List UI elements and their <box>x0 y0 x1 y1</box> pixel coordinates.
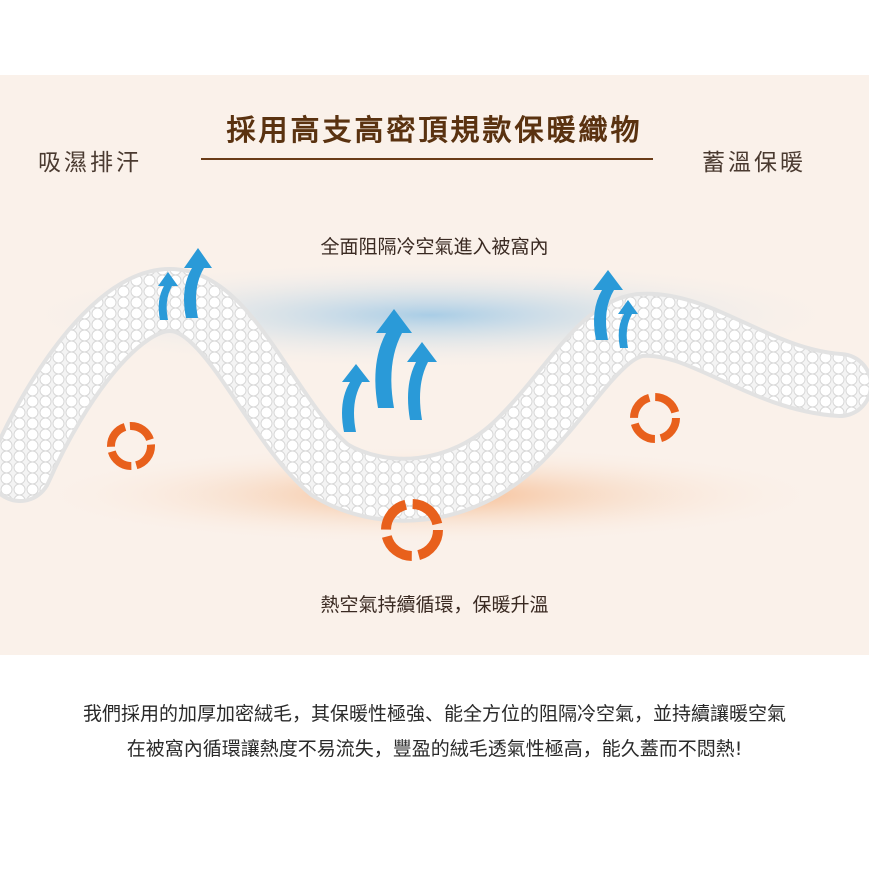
title-divider <box>201 158 653 160</box>
description-line: 我們採用的加厚加密絨毛，其保暖性極強、能全方位的阻隔冷空氣，並持續讓暖空氣 <box>82 703 786 725</box>
feature-label-moisture: 吸濕排汗 <box>38 150 142 176</box>
top-caption: 全面阻隔冷空氣進入被窩內 <box>320 236 549 258</box>
bottom-caption: 熱空氣持續循環，保暖升溫 <box>320 594 549 616</box>
arrow-up-icon <box>618 300 638 348</box>
arrow-up-icon <box>342 364 370 432</box>
fabric-wave <box>0 270 869 519</box>
circulation-icons <box>107 393 680 561</box>
cycle-icon <box>630 393 680 443</box>
arrow-up-icon <box>375 309 412 408</box>
arrow-up-icon <box>593 270 623 340</box>
fabric-illustration <box>0 248 869 561</box>
arrow-up-icon <box>407 342 437 420</box>
product-description: 我們採用的加厚加密絨毛，其保暖性極強、能全方位的阻隔冷空氣，並持續讓暖空氣 在被… <box>0 697 869 767</box>
cycle-icon <box>381 499 443 561</box>
arrow-up-icon <box>158 272 178 320</box>
feature-label-warmth: 蓄溫保暖 <box>702 150 806 176</box>
description-line: 在被窩內循環讓熱度不易流失，豐盈的絨毛透氣性極高，能久蓋而不悶熱! <box>126 738 743 760</box>
page-title: 採用高支高密頂規款保暖織物 <box>226 113 643 147</box>
arrow-up-icon <box>184 248 212 318</box>
cycle-icon <box>107 422 155 470</box>
rising-air-arrows <box>158 248 638 432</box>
